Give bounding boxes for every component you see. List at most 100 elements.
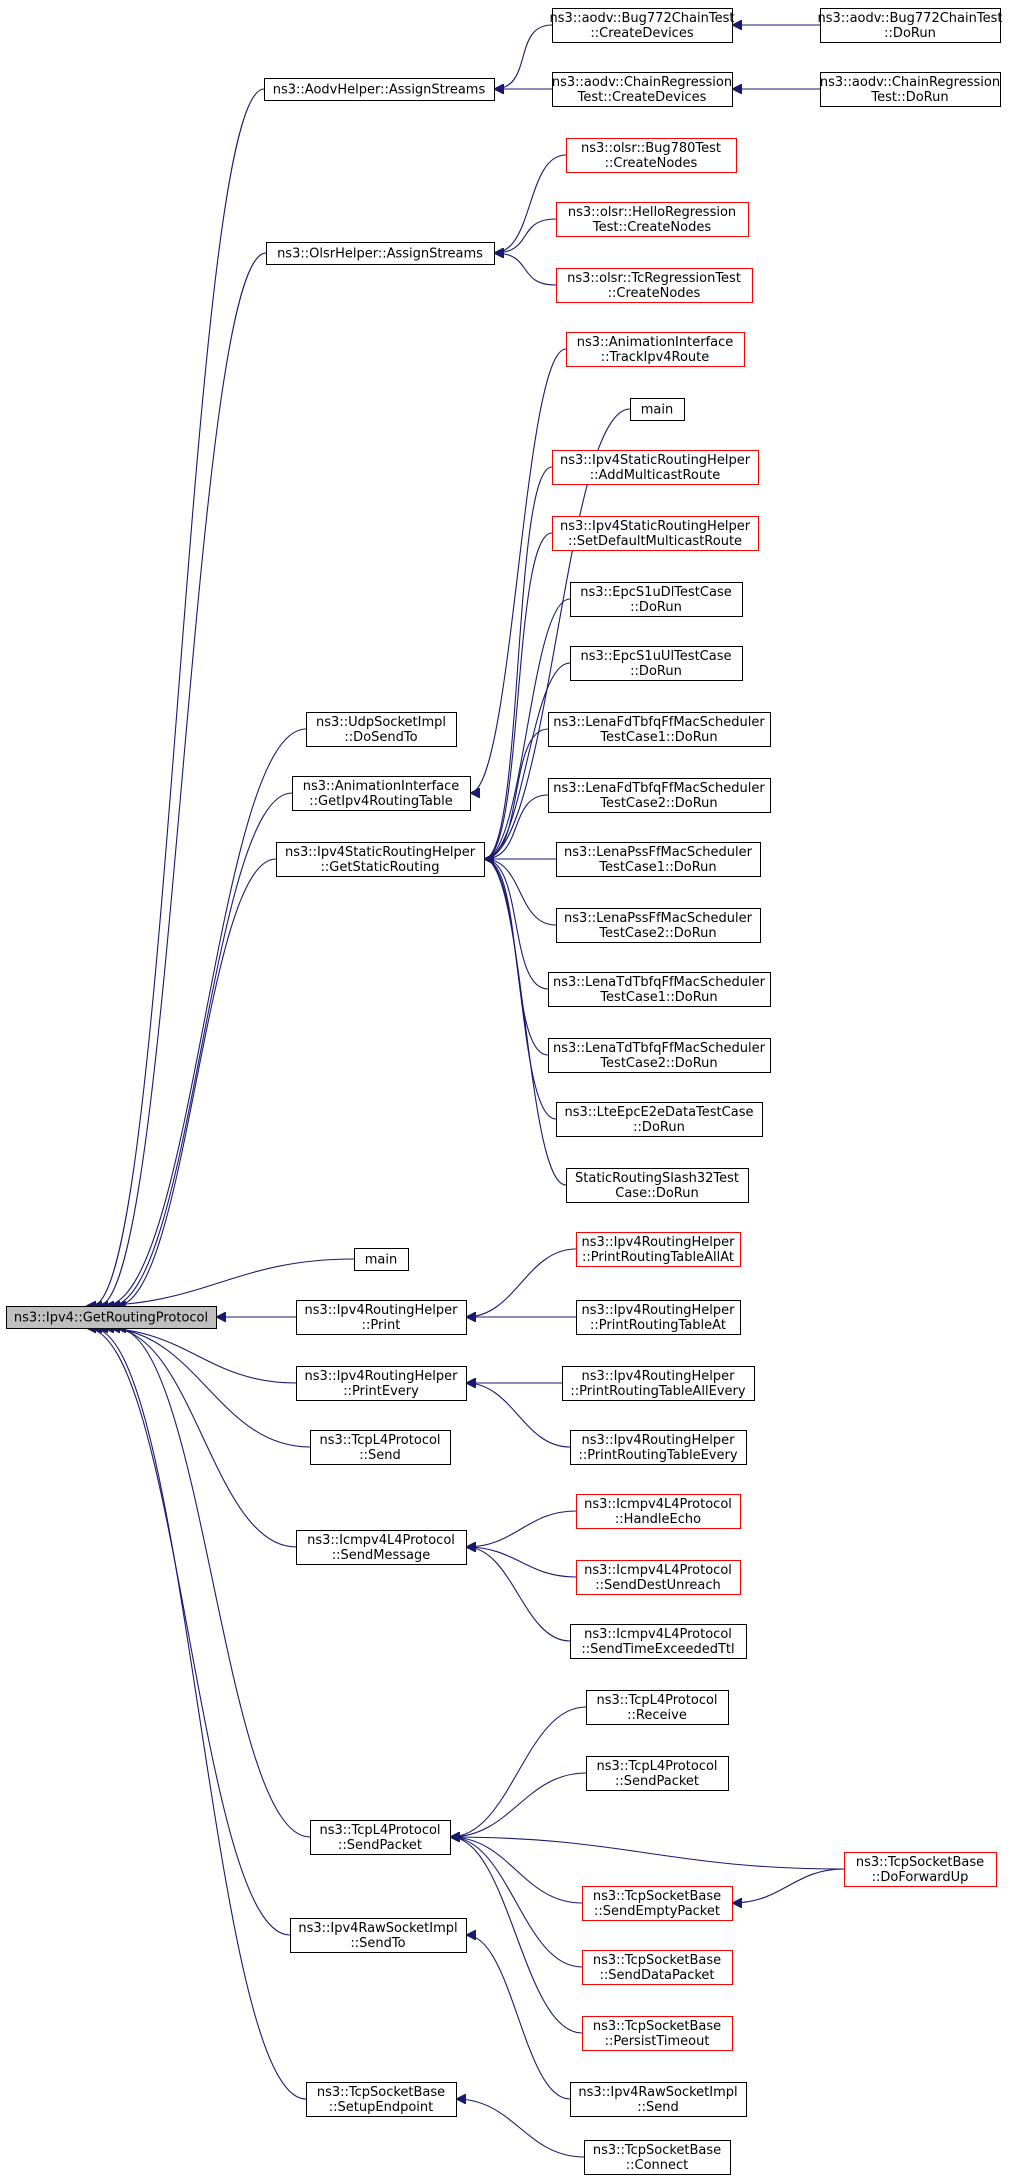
edge-aodvBugCreate-to-aodvAssign — [494, 24, 553, 89]
node-animGetTable[interactable]: ns3::AnimationInterface::GetIpv4RoutingT… — [292, 776, 471, 811]
node-label-line: ns3::Ipv4StaticRoutingHelper — [560, 453, 751, 468]
node-box — [582, 2016, 733, 2051]
node-tcpSendPkt[interactable]: ns3::TcpL4Protocol::SendPacket — [310, 1820, 451, 1855]
node-label-line: ns3::Ipv4RoutingHelper — [582, 1369, 736, 1384]
node-sockFwdUp[interactable]: ns3::TcpSocketBase::DoForwardUp — [844, 1852, 997, 1887]
node-label-line: ns3::aodv::ChainRegression — [552, 75, 732, 90]
node-icmpSendMsg[interactable]: ns3::Icmpv4L4Protocol::SendMessage — [296, 1530, 467, 1565]
node-sockSetup[interactable]: ns3::TcpSocketBase::SetupEndpoint — [306, 2082, 457, 2117]
edge-lenaFdTb1-to-getStatic — [484, 728, 549, 859]
node-sockData[interactable]: ns3::TcpSocketBase::SendDataPacket — [582, 1950, 733, 1985]
node-aodvChainCreate[interactable]: ns3::aodv::ChainRegressionTest::CreateDe… — [552, 72, 733, 107]
node-label-line: ns3::olsr::Bug780Test — [581, 141, 721, 156]
node-label-line: ns3::olsr::HelloRegression — [568, 205, 736, 220]
node-aodvBugCreate[interactable]: ns3::aodv::Bug772ChainTest::CreateDevice… — [550, 8, 735, 43]
node-label-line: ::GetStaticRouting — [321, 860, 440, 875]
node-rawSend[interactable]: ns3::Ipv4RawSocketImpl::Send — [570, 2082, 747, 2117]
node-label-line: ns3::Icmpv4L4Protocol — [584, 1563, 732, 1578]
node-rhPrintAllAt[interactable]: ns3::Ipv4RoutingHelper::PrintRoutingTabl… — [576, 1232, 741, 1267]
node-ipv4SetDef[interactable]: ns3::Ipv4StaticRoutingHelper::SetDefault… — [552, 516, 759, 551]
node-box — [576, 1560, 741, 1595]
node-rhPrintAt[interactable]: ns3::Ipv4RoutingHelper::PrintRoutingTabl… — [576, 1300, 741, 1335]
node-box — [844, 1852, 997, 1887]
node-box — [586, 1690, 729, 1725]
edge-sockPersist-to-tcpSendPkt — [450, 1837, 583, 2034]
node-tcpSendPkt2[interactable]: ns3::TcpL4Protocol::SendPacket — [586, 1756, 729, 1791]
node-aodvBugRun[interactable]: ns3::aodv::Bug772ChainTest::DoRun — [818, 8, 1003, 43]
node-getStatic[interactable]: ns3::Ipv4StaticRoutingHelper::GetStaticR… — [276, 842, 485, 877]
node-label-line: ::Send — [637, 2100, 679, 2115]
node-label-line: ::Receive — [627, 1708, 687, 1723]
node-icmpEcho[interactable]: ns3::Icmpv4L4Protocol::HandleEcho — [576, 1494, 741, 1529]
node-lenaPss2[interactable]: ns3::LenaPssFfMacSchedulerTestCase2::DoR… — [556, 908, 761, 943]
node-layer: ns3::Ipv4::GetRoutingProtocol ns3::AodvHe… — [6, 8, 1003, 2175]
node-box — [292, 776, 471, 811]
node-label-line: TestCase1::DoRun — [599, 990, 717, 1005]
node-box — [296, 1366, 467, 1401]
edge-rawSend-to-rawSendTo — [466, 1935, 571, 2100]
node-box — [296, 1300, 467, 1335]
node-rhPrintAllEvery[interactable]: ns3::Ipv4RoutingHelper::PrintRoutingTabl… — [562, 1366, 755, 1401]
node-olsrHello[interactable]: ns3::olsr::HelloRegressionTest::CreateNo… — [556, 202, 749, 237]
node-animTrack[interactable]: ns3::AnimationInterface::TrackIpv4Route — [566, 332, 745, 367]
node-label-line: ns3::UdpSocketImpl — [316, 715, 446, 730]
node-epcDl[interactable]: ns3::EpcS1uDlTestCase::DoRun — [570, 582, 743, 617]
node-tcpRecv[interactable]: ns3::TcpL4Protocol::Receive — [586, 1690, 729, 1725]
edge-tcpSendPkt2-to-tcpSendPkt — [450, 1772, 587, 1837]
node-ipv4AddMc[interactable]: ns3::Ipv4StaticRoutingHelper::AddMultica… — [552, 450, 759, 485]
node-label-line: ns3::LenaPssFfMacScheduler — [564, 845, 753, 860]
node-label-line: main — [641, 403, 673, 418]
node-olsrAssign[interactable]: ns3::OlsrHelper::AssignStreams — [266, 242, 495, 265]
edge-icmpEcho-to-icmpSendMsg — [466, 1510, 577, 1547]
edge-tcpSendPkt-to-root — [116, 1328, 311, 1838]
node-aodvAssign[interactable]: ns3::AodvHelper::AssignStreams — [264, 78, 495, 101]
edge-epcUl-to-getStatic — [483, 662, 571, 859]
node-rhPrintEvery[interactable]: ns3::Ipv4RoutingHelper::PrintEvery — [296, 1366, 467, 1401]
node-icmpTtl[interactable]: ns3::Icmpv4L4Protocol::SendTimeExceededT… — [570, 1624, 747, 1659]
node-box — [306, 712, 457, 747]
node-label-line: ns3::TcpSocketBase — [856, 1855, 984, 1870]
node-label-line: ns3::Ipv4StaticRoutingHelper — [285, 845, 476, 860]
node-olsrBug780[interactable]: ns3::olsr::Bug780Test::CreateNodes — [566, 138, 737, 173]
edge-rhPrintEvery-to-root — [98, 1328, 297, 1384]
node-lenaTdTb2[interactable]: ns3::LenaTdTbfqFfMacSchedulerTestCase2::… — [548, 1038, 771, 1073]
node-rhPrint[interactable]: ns3::Ipv4RoutingHelper::Print — [296, 1300, 467, 1335]
node-label-line: ns3::TcpSocketBase — [593, 2143, 721, 2158]
node-icmpDest[interactable]: ns3::Icmpv4L4Protocol::SendDestUnreach — [576, 1560, 741, 1595]
node-olsrTc[interactable]: ns3::olsr::TcRegressionTest::CreateNodes — [556, 268, 753, 303]
node-lenaFdTb1[interactable]: ns3::LenaFdTbfqFfMacSchedulerTestCase1::… — [548, 712, 771, 747]
node-sockConnect[interactable]: ns3::TcpSocketBase::Connect — [584, 2140, 731, 2175]
node-sockPersist[interactable]: ns3::TcpSocketBase::PersistTimeout — [582, 2016, 733, 2051]
node-mainB[interactable]: main — [354, 1248, 409, 1271]
node-label-line: ns3::Ipv4RawSocketImpl — [298, 1921, 457, 1936]
edge-udpSend-to-root — [104, 728, 307, 1306]
node-box — [570, 2082, 747, 2117]
node-mainA[interactable]: main — [630, 398, 685, 421]
node-box — [556, 268, 753, 303]
node-rawSendTo[interactable]: ns3::Ipv4RawSocketImpl::SendTo — [290, 1918, 467, 1953]
node-label-line: ::PrintRoutingTableEvery — [578, 1448, 737, 1463]
node-tcpSend[interactable]: ns3::TcpL4Protocol::Send — [310, 1430, 451, 1465]
node-label-line: Case::DoRun — [615, 1186, 698, 1201]
node-sockEmpty[interactable]: ns3::TcpSocketBase::SendEmptyPacket — [582, 1886, 733, 1921]
node-label-line: TestCase1::DoRun — [599, 730, 717, 745]
node-lenaTdTb1[interactable]: ns3::LenaTdTbfqFfMacSchedulerTestCase1::… — [548, 972, 771, 1007]
node-label-line: ::Connect — [626, 2158, 689, 2173]
node-lenaFdTb2[interactable]: ns3::LenaFdTbfqFfMacSchedulerTestCase2::… — [548, 778, 771, 813]
node-label-line: ::AddMulticastRoute — [590, 468, 720, 483]
node-label-line: ns3::AnimationInterface — [577, 335, 734, 350]
node-epcUl[interactable]: ns3::EpcS1uUlTestCase::DoRun — [570, 646, 743, 681]
edge-ipv4AddMc-to-getStatic — [483, 466, 553, 859]
node-lteEpc[interactable]: ns3::LteEpcE2eDataTestCase::DoRun — [556, 1102, 763, 1137]
node-box — [570, 646, 743, 681]
edge-lenaPss2-to-getStatic — [484, 859, 557, 926]
node-label-line: ::SendTo — [350, 1936, 405, 1951]
node-lenaPss1[interactable]: ns3::LenaPssFfMacSchedulerTestCase1::DoR… — [556, 842, 761, 877]
node-box — [820, 8, 1001, 43]
node-rhPrintTblEvery[interactable]: ns3::Ipv4RoutingHelper::PrintRoutingTabl… — [570, 1430, 747, 1465]
node-root[interactable]: ns3::Ipv4::GetRoutingProtocol — [6, 1306, 217, 1329]
node-label-line: ::DoRun — [630, 600, 682, 615]
node-udpSend[interactable]: ns3::UdpSocketImpl::DoSendTo — [306, 712, 457, 747]
